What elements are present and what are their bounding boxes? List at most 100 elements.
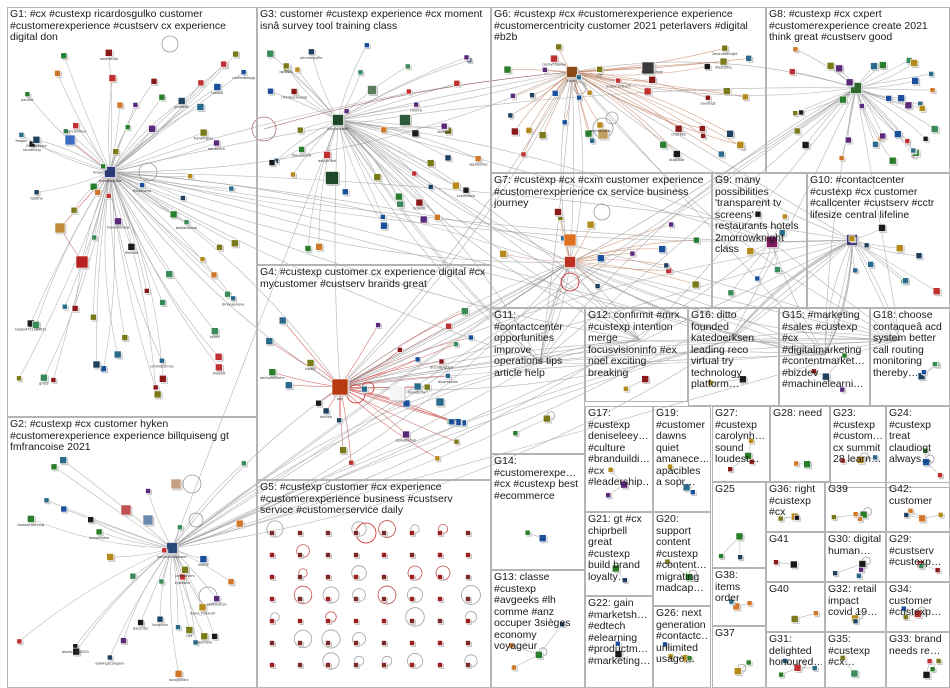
graph-edge bbox=[109, 171, 541, 363]
graph-edge bbox=[337, 119, 431, 164]
graph-edge bbox=[171, 261, 571, 549]
node-label: antoleobloodpeer bbox=[157, 555, 187, 559]
graph-node bbox=[507, 112, 514, 119]
graph-edge bbox=[571, 71, 853, 241]
node-label: carolynhealey bbox=[542, 63, 566, 67]
graph-edge bbox=[339, 261, 571, 388]
node-label: bizglobal bbox=[669, 158, 684, 162]
graph-node bbox=[40, 373, 48, 382]
graph-node bbox=[685, 573, 693, 581]
graph-node bbox=[803, 460, 811, 469]
graph-edge bbox=[339, 386, 438, 459]
graph-edge bbox=[339, 354, 826, 388]
graph-node bbox=[437, 552, 443, 558]
graph-edge bbox=[53, 466, 173, 549]
graph-edge bbox=[824, 239, 853, 356]
graph-node bbox=[788, 68, 796, 75]
graph-node bbox=[16, 375, 22, 382]
graph-node bbox=[792, 46, 799, 53]
self-loop bbox=[593, 203, 611, 221]
self-loop bbox=[461, 585, 481, 605]
graph-node bbox=[61, 303, 68, 310]
graph-node bbox=[43, 497, 50, 504]
graph-edge bbox=[109, 100, 182, 173]
graph-node bbox=[744, 452, 752, 460]
group-panel-g39: G39 bbox=[825, 482, 886, 532]
graph-node bbox=[794, 514, 800, 521]
graph-node bbox=[773, 559, 779, 566]
graph-node bbox=[693, 236, 700, 244]
graph-edge bbox=[851, 239, 937, 292]
graph-node bbox=[542, 414, 551, 423]
group-panel-g9: G9: many possibilities 'transparent tv s… bbox=[712, 173, 807, 308]
graph-node bbox=[535, 650, 543, 659]
graph-node bbox=[227, 578, 235, 586]
graph-node bbox=[900, 605, 907, 612]
graph-node bbox=[402, 430, 410, 439]
graph-edge bbox=[771, 239, 853, 243]
graph-node bbox=[766, 236, 778, 248]
node-label: edwingbcolegrov bbox=[95, 662, 124, 666]
graph-node bbox=[525, 127, 533, 134]
group-panel-g22: G22: gain #marketsh… #edtech #elearning … bbox=[585, 596, 653, 688]
graph-node bbox=[468, 334, 474, 341]
graph-node bbox=[465, 618, 471, 624]
graph-edge bbox=[337, 119, 571, 263]
graph-edge bbox=[729, 332, 901, 341]
node-label: johnmcguffin bbox=[299, 56, 322, 60]
node-label: linzgwinn bbox=[152, 623, 168, 627]
graph-node bbox=[60, 505, 68, 513]
graph-node bbox=[594, 283, 601, 289]
graph-node bbox=[409, 618, 415, 624]
graph-node bbox=[16, 638, 23, 645]
graph-node bbox=[409, 574, 415, 580]
graph-node bbox=[620, 480, 629, 489]
graph-node bbox=[399, 114, 411, 126]
graph-node bbox=[120, 504, 132, 516]
graph-edge bbox=[569, 261, 826, 356]
graph-node bbox=[323, 151, 331, 159]
graph-node bbox=[894, 130, 902, 138]
graph-node bbox=[72, 122, 79, 129]
graph-edge bbox=[109, 106, 201, 173]
graph-edge bbox=[539, 261, 571, 363]
graph-node bbox=[200, 632, 209, 641]
node-label: chrisblackwood bbox=[281, 96, 307, 100]
graph-node bbox=[409, 640, 415, 646]
graph-node bbox=[793, 663, 802, 672]
graph-edge bbox=[334, 119, 341, 388]
graph-node bbox=[511, 127, 519, 136]
graph-node bbox=[269, 552, 275, 558]
graph-edge bbox=[109, 171, 126, 338]
graph-node bbox=[266, 49, 275, 58]
graph-node bbox=[132, 102, 139, 108]
graph-node bbox=[444, 154, 452, 162]
graph-node bbox=[728, 598, 735, 605]
graph-node bbox=[210, 271, 218, 279]
graph-edge bbox=[337, 119, 431, 188]
graph-edge bbox=[771, 241, 901, 341]
graph-node bbox=[426, 159, 435, 167]
graph-edge bbox=[57, 73, 111, 173]
node-label: maria_hollandr bbox=[190, 611, 216, 615]
graph-node bbox=[89, 182, 98, 191]
group-panel-g7: G7: #custexp #cx #cxm customer experienc… bbox=[491, 173, 712, 308]
graph-node bbox=[353, 530, 359, 536]
group-panel-g8: G8: #custexp #cx cxpert #customerexperie… bbox=[766, 7, 950, 173]
graph-edge bbox=[571, 71, 853, 241]
graph-edge bbox=[571, 71, 679, 129]
graph-node bbox=[682, 483, 691, 492]
graph-node bbox=[406, 88, 412, 95]
group-label-g38: G38: items order bbox=[715, 570, 741, 604]
graph-node bbox=[524, 529, 531, 536]
graph-node bbox=[885, 95, 893, 102]
graph-edge bbox=[569, 261, 901, 341]
graph-node bbox=[159, 357, 165, 364]
group-label-g42: G42: customer bbox=[889, 484, 933, 507]
graph-node bbox=[736, 141, 745, 149]
graph-node bbox=[290, 88, 298, 95]
graph-edge bbox=[503, 253, 571, 263]
graph-node bbox=[460, 307, 469, 316]
graph-edge bbox=[270, 53, 339, 121]
graph-node bbox=[411, 129, 420, 138]
